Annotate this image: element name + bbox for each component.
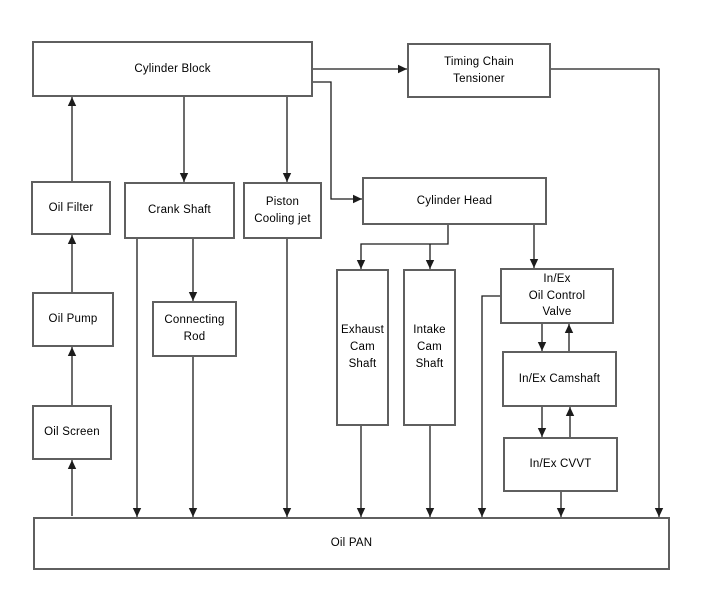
arrowhead-inex-camshaft-to-inex-oil-control-valve (564, 324, 574, 333)
node-label-line: Connecting (164, 314, 225, 327)
node-label-line: In/Ex (543, 272, 571, 285)
node-label-line: Oil Control (528, 289, 586, 302)
edge-cylinder-block-to-cylinder-head (313, 81, 362, 200)
arrowhead-oil-screen-to-oil-pump (67, 347, 77, 356)
arrowhead-connecting-rod-to-oil-pan (188, 508, 198, 517)
node-label-line: Oil Pump (48, 313, 98, 326)
edge-cylinder-head-to-exhaust-cam-shaft (360, 225, 449, 269)
node-label-line: Oil PAN (330, 537, 373, 550)
arrowhead-crank-shaft-to-connecting-rod (188, 292, 198, 301)
edge-inex-oil-control-valve-to-oil-pan (481, 295, 500, 517)
node-label-line: Cam (350, 341, 375, 354)
node-label-line: Cylinder Head (416, 194, 493, 207)
arrowhead-oil-pump-to-oil-filter (67, 235, 77, 244)
arrowhead-cylinder-block-to-cylinder-head (353, 194, 362, 204)
node-cylinder-head: Cylinder Head (362, 177, 547, 225)
arrowhead-cylinder-head-to-exhaust-cam-shaft (356, 260, 366, 269)
node-label-line: Valve (542, 306, 572, 319)
arrowhead-inex-cvvt-to-inex-camshaft (565, 407, 575, 416)
arrowhead-inex-oil-control-valve-to-oil-pan (477, 508, 487, 517)
arrowhead-intake-cam-shaft-to-oil-pan (425, 508, 435, 517)
arrowhead-inex-cvvt-to-oil-pan (556, 508, 566, 517)
node-label-line: Cylinder Block (134, 62, 211, 75)
node-label-line: Cooling jet (254, 212, 311, 225)
node-label-line: Exhaust (341, 324, 384, 337)
node-crank-shaft: Crank Shaft (124, 182, 235, 239)
arrowhead-exhaust-cam-shaft-to-oil-pan (356, 508, 366, 517)
arrowhead-cylinder-head-to-inex-oil-control-valve (529, 259, 539, 268)
node-label-line: Crank Shaft (148, 204, 211, 217)
arrowhead-cylinder-block-to-piston-cooling-jet (282, 173, 292, 182)
arrowhead-oil-filter-to-cylinder-block (67, 97, 77, 106)
node-label-line: Oil Filter (48, 201, 94, 214)
node-label-line: Piston (265, 195, 300, 208)
node-label-line: Oil Screen (44, 426, 100, 439)
node-oil-filter: Oil Filter (31, 181, 111, 235)
node-label-line: Tensioner (453, 72, 505, 85)
arrowhead-oil-pan-to-oil-screen (67, 460, 77, 469)
edge-timing-chain-tensioner-to-oil-pan (551, 68, 660, 517)
node-label-line: In/Ex CVVT (529, 458, 592, 471)
node-label-line: Timing Chain (444, 55, 514, 68)
node-label-line: Cam (417, 341, 442, 354)
node-cylinder-block: Cylinder Block (32, 41, 313, 97)
node-label-line: Shaft (348, 357, 377, 370)
node-oil-pan: Oil PAN (33, 517, 670, 570)
arrowhead-cylinder-block-to-crank-shaft (179, 173, 189, 182)
arrowhead-piston-cooling-jet-to-oil-pan (282, 508, 292, 517)
node-oil-screen: Oil Screen (32, 405, 112, 460)
arrowhead-timing-chain-tensioner-to-oil-pan (654, 508, 664, 517)
node-inex-cvvt: In/Ex CVVT (503, 437, 618, 492)
node-label-line: Shaft (415, 357, 444, 370)
node-label-line: Intake (413, 324, 446, 337)
arrowhead-cylinder-block-to-timing-chain-tensioner (398, 64, 407, 74)
arrowhead-cylinder-head-to-intake-cam-shaft (425, 260, 435, 269)
node-label-line: Rod (183, 331, 206, 343)
node-inex-camshaft: In/Ex Camshaft (502, 351, 617, 407)
node-oil-pump: Oil Pump (32, 292, 114, 347)
node-label-line: In/Ex Camshaft (518, 372, 601, 385)
arrowhead-inex-oil-control-valve-to-inex-camshaft (537, 342, 547, 351)
arrowhead-inex-camshaft-to-inex-cvvt (537, 428, 547, 437)
arrowhead-crank-shaft-to-oil-pan (132, 508, 142, 517)
